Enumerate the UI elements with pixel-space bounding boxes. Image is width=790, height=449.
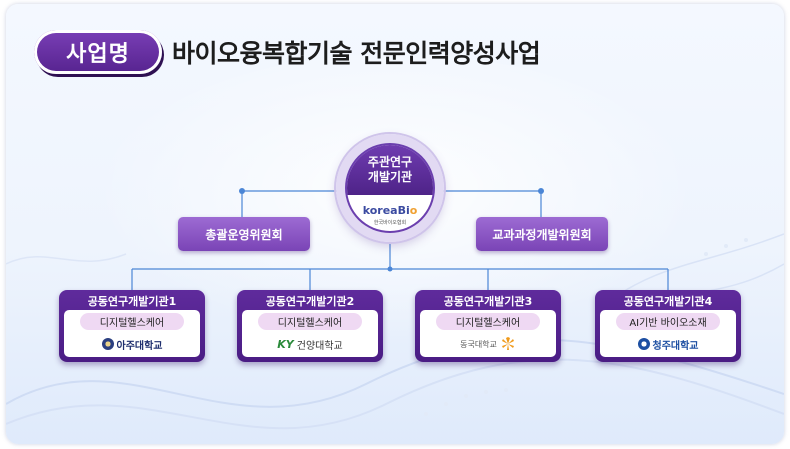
committee-curriculum-development: 교과과정개발위원회	[476, 217, 608, 251]
committee-general-operations: 총괄운영위원회	[178, 217, 310, 251]
org-card-1: 공동연구개발기관1 디지털헬스케어 아주대학교	[59, 290, 205, 362]
org-card-2: 공동연구개발기관2 디지털헬스케어 KY 건양대학교	[237, 290, 383, 362]
lotus-star-icon	[501, 337, 514, 350]
project-name-badge: 사업명	[34, 30, 162, 74]
org-field-tag: 디지털헬스케어	[258, 313, 362, 330]
org-card-title: 공동연구개발기관2	[265, 295, 355, 308]
lead-institution-node: 주관연구 개발기관 koreaBio 한국바이오협회	[336, 134, 444, 242]
lead-label-line2: 개발기관	[367, 170, 413, 184]
konyang-university-logo: KY 건양대학교	[242, 334, 378, 354]
koreabio-logo-word-b: Bi	[397, 204, 410, 217]
org-logo-text: 청주대학교	[652, 340, 699, 352]
org-card-body: 디지털헬스케어 KY 건양대학교	[242, 310, 378, 357]
org-card-body: 디지털헬스케어 동국대학교	[420, 310, 556, 357]
dongguk-university-logo: 동국대학교	[420, 334, 556, 354]
koreabio-logo-word-a: korea	[362, 204, 398, 217]
koreabio-logo-word-c: o	[409, 204, 418, 217]
project-title: 바이오융복합기술 전문인력양성사업	[172, 39, 541, 68]
org-field-tag: 디지털헬스케어	[80, 313, 184, 330]
org-field-tag: 디지털헬스케어	[436, 313, 540, 330]
lead-label-line1: 주관연구	[367, 155, 413, 169]
org-logo-text: 아주대학교	[116, 340, 163, 352]
koreabio-logo: koreaBio 한국바이오협회	[347, 199, 433, 226]
org-card-body: AI기반 바이오소재 청주대학교	[600, 310, 736, 357]
university-seal-icon	[637, 338, 650, 350]
org-card-title: 공동연구개발기관3	[443, 295, 533, 308]
ky-mark-icon: KY	[277, 337, 294, 351]
diagram-frame: 사업명 바이오융복합기술 전문인력양성사업 주관연구 개발기관 k	[6, 4, 784, 444]
org-card-title: 공동연구개발기관1	[87, 295, 177, 308]
cheongju-university-logo: 청주대학교	[600, 334, 736, 354]
university-seal-icon	[101, 338, 114, 350]
lead-institution-inner: 주관연구 개발기관 koreaBio 한국바이오협회	[347, 145, 433, 231]
org-logo-text: 동국대학교	[460, 339, 497, 349]
org-card-title: 공동연구개발기관4	[623, 295, 713, 308]
koreabio-logo-subtext: 한국바이오협회	[373, 220, 407, 226]
org-card-3: 공동연구개발기관3 디지털헬스케어 동국대학교	[415, 290, 561, 362]
org-logo-text: 건양대학교	[296, 340, 343, 352]
org-card-4: 공동연구개발기관4 AI기반 바이오소재 청주대학교	[595, 290, 741, 362]
org-card-body: 디지털헬스케어 아주대학교	[64, 310, 200, 357]
ajou-university-logo: 아주대학교	[64, 334, 200, 354]
lead-institution-label: 주관연구 개발기관	[347, 145, 433, 195]
org-field-tag: AI기반 바이오소재	[616, 313, 720, 330]
